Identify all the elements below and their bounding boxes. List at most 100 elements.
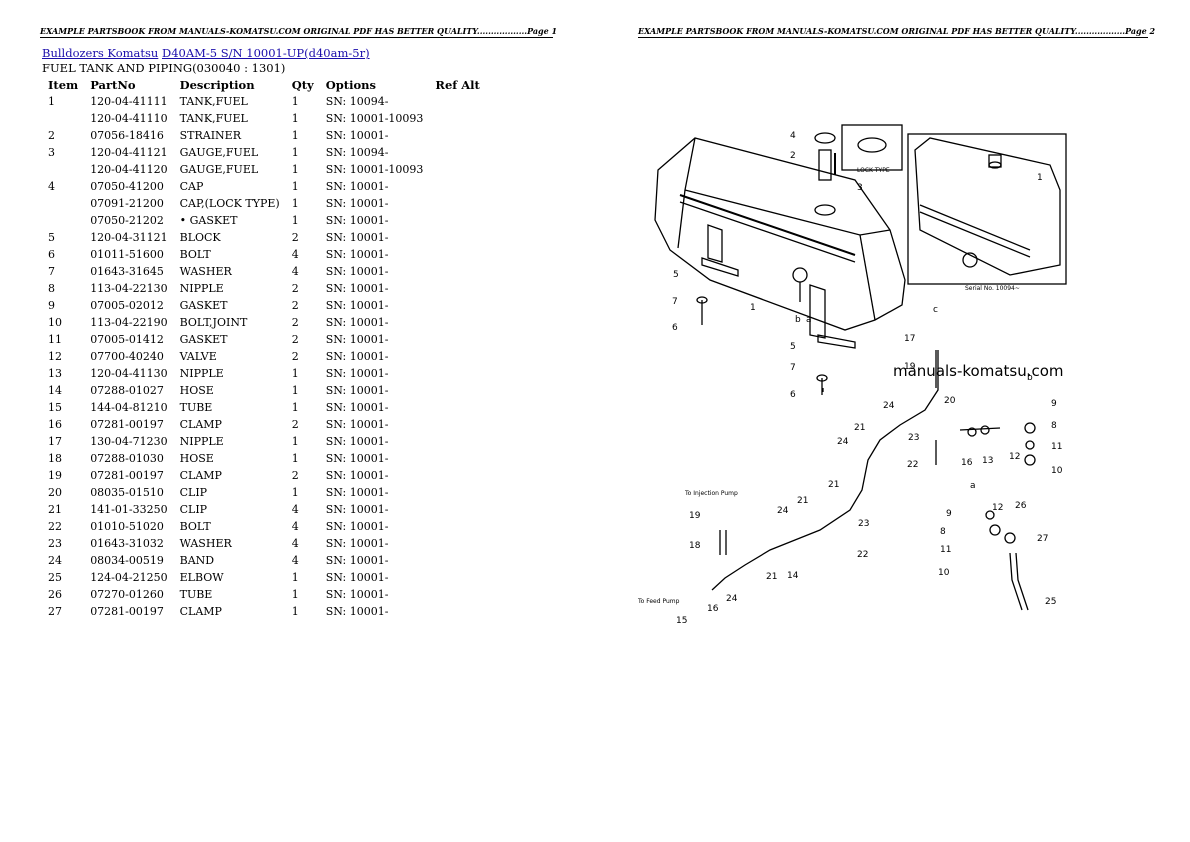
svg-text:10: 10 (938, 568, 950, 578)
cell-description: BOLT (179, 248, 211, 261)
cell-description: CLAMP (179, 418, 222, 431)
cell-qty: 1 (291, 588, 299, 601)
svg-text:9: 9 (1051, 399, 1057, 409)
cell-qty: 1 (291, 95, 299, 108)
svg-text:25: 25 (1045, 597, 1056, 607)
svg-text:21: 21 (766, 572, 777, 582)
section-title: FUEL TANK AND PIPING(030040 : 1301) (42, 61, 286, 75)
cell-description: CAP,(LOCK TYPE) (179, 197, 280, 210)
cell-options: SN: 10001- (325, 520, 389, 533)
cell-description: ELBOW (179, 571, 224, 584)
cell-description: VALVE (179, 350, 217, 363)
cell-partno: 07050-41200 (90, 180, 164, 193)
cell-qty: 2 (291, 299, 299, 312)
cell-qty: 1 (291, 435, 299, 448)
cell-ref-alt (429, 535, 485, 552)
breadcrumb-link-category[interactable]: Bulldozers Komatsu (42, 46, 159, 60)
cell-options: SN: 10001- (325, 401, 389, 414)
cell-description: CLAMP (179, 605, 222, 618)
cell-item: 20 (48, 486, 62, 499)
svg-text:11: 11 (1051, 442, 1062, 452)
svg-text:20: 20 (944, 396, 956, 406)
cell-description: NIPPLE (179, 282, 224, 295)
cell-qty: 1 (291, 146, 299, 159)
cell-item: 5 (48, 231, 55, 244)
svg-text:a: a (970, 481, 976, 491)
cell-options: SN: 10001- (325, 282, 389, 295)
svg-text:7: 7 (790, 363, 796, 373)
cell-item: 27 (48, 605, 62, 618)
cell-partno: 120-04-31121 (90, 231, 168, 244)
cell-qty: 1 (291, 401, 299, 414)
cell-options: SN: 10001- (325, 537, 389, 550)
cell-qty: 1 (291, 112, 299, 125)
svg-text:13: 13 (982, 456, 993, 466)
cell-qty: 1 (291, 197, 299, 210)
cell-ref-alt (429, 416, 485, 433)
cell-qty: 4 (291, 503, 299, 516)
cell-options: SN: 10001-10093 (325, 112, 424, 125)
cell-qty: 1 (291, 129, 299, 142)
svg-text:22: 22 (907, 460, 918, 470)
cell-options: SN: 10001- (325, 350, 389, 363)
cell-ref-alt (429, 433, 485, 450)
cell-description: • GASKET (179, 214, 238, 227)
cell-partno: 07288-01030 (90, 452, 164, 465)
cell-qty: 1 (291, 452, 299, 465)
cell-description: CLIP (179, 486, 208, 499)
cell-partno: 07005-01412 (90, 333, 164, 346)
svg-text:14: 14 (787, 571, 799, 581)
cell-options: SN: 10094- (325, 95, 389, 108)
cell-partno: 08035-01510 (90, 486, 164, 499)
cell-ref-alt (429, 263, 485, 280)
cell-options: SN: 10001- (325, 299, 389, 312)
svg-text:23: 23 (908, 433, 919, 443)
cell-item: 24 (48, 554, 62, 567)
cell-item: 6 (48, 248, 55, 261)
svg-text:7: 7 (672, 297, 678, 307)
cell-partno: 120-04-41111 (90, 95, 168, 108)
cell-description: HOSE (179, 384, 214, 397)
cell-partno: 07056-18416 (90, 129, 164, 142)
page-header-2: EXAMPLE PARTSBOOK FROM MANUALS-KOMATSU.C… (638, 26, 1156, 38)
cell-partno: 01010-51020 (90, 520, 164, 533)
cell-item (42, 212, 84, 229)
cell-options: SN: 10001- (325, 316, 389, 329)
cell-options: SN: 10001- (325, 605, 389, 618)
cell-options: SN: 10001- (325, 469, 389, 482)
svg-text:1: 1 (1037, 173, 1043, 183)
cell-ref-alt (429, 212, 485, 229)
svg-text:c: c (933, 305, 938, 315)
cell-description: CLIP (179, 503, 208, 516)
parts-diagram: 4 2 3 1 1 5 7 6 b a 5 7 6 c 17 19 b 9 8 … (637, 124, 1067, 626)
svg-text:12: 12 (1009, 452, 1020, 462)
svg-text:6: 6 (790, 390, 796, 400)
breadcrumb-link-model[interactable]: D40AM-5 S/N 10001-UP(d40am-5r) (161, 46, 370, 60)
svg-text:9: 9 (946, 509, 952, 519)
cell-qty: 4 (291, 248, 299, 261)
svg-text:26: 26 (1015, 501, 1027, 511)
cell-qty: 4 (291, 265, 299, 278)
cell-partno: 124-04-21250 (90, 571, 168, 584)
svg-text:17: 17 (904, 334, 915, 344)
cell-qty: 4 (291, 520, 299, 533)
cell-description: TUBE (179, 401, 213, 414)
cell-ref-alt (429, 144, 485, 161)
cell-qty: 1 (291, 163, 299, 176)
cell-ref-alt (429, 161, 485, 178)
cell-description: TUBE (179, 588, 213, 601)
svg-text:27: 27 (1037, 534, 1048, 544)
cell-partno: 07005-02012 (90, 299, 164, 312)
breadcrumb: Bulldozers Komatsu D40AM-5 S/N 10001-UP(… (42, 46, 370, 60)
inset-lock-frame (841, 124, 903, 171)
svg-text:1: 1 (750, 303, 756, 313)
